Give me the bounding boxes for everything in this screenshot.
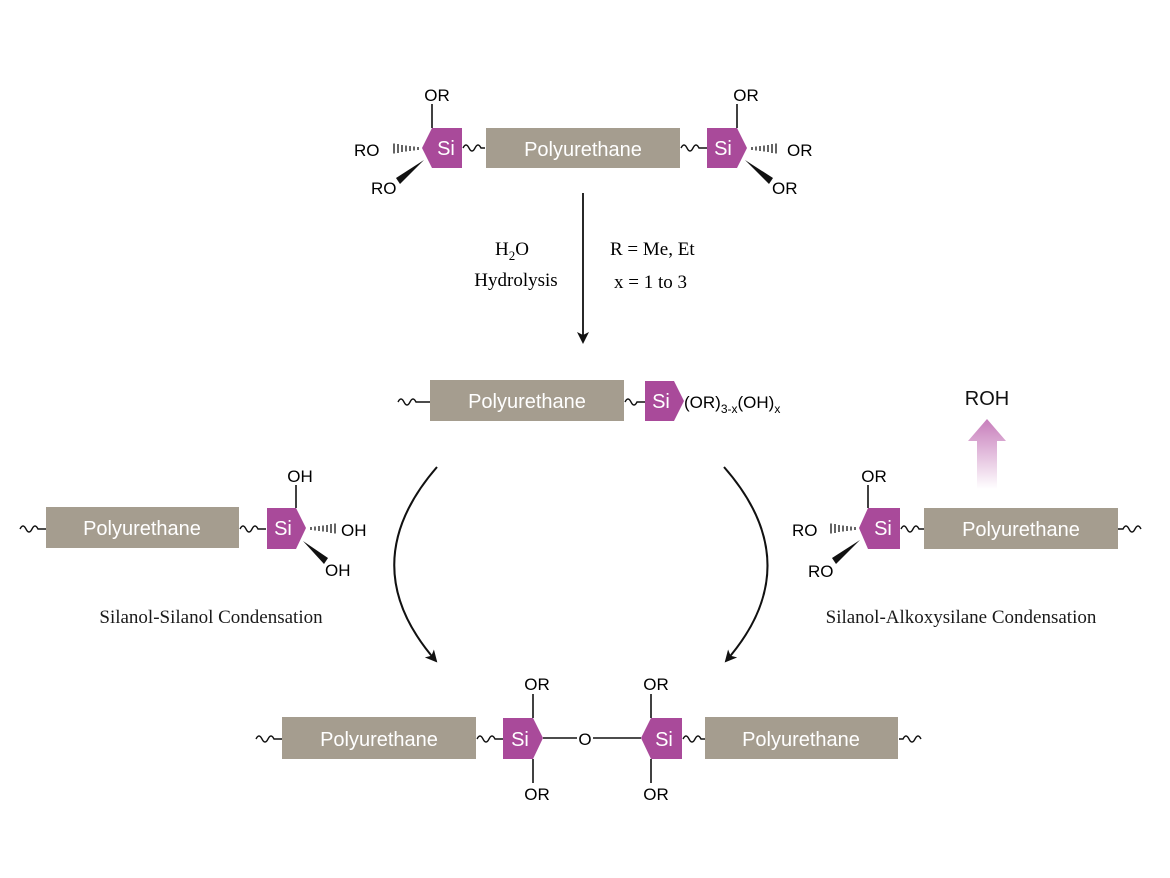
condition-r: R = Me, Et (610, 239, 695, 260)
polyurethane-block (46, 507, 239, 548)
si-block (645, 381, 684, 421)
polyurethane-label: Polyurethane (524, 139, 642, 161)
wavy-bond (899, 735, 922, 743)
polyurethane-block (705, 717, 898, 759)
substituent-label: OR (524, 675, 550, 694)
substituent-label: OR (524, 785, 550, 804)
polyurethane-label: Polyurethane (468, 391, 586, 413)
polyurethane-block (282, 717, 476, 759)
si-block (267, 508, 306, 549)
curved-arrow-right (723, 466, 769, 663)
polyurethane-block (486, 128, 680, 168)
condition-x: x = 1 to 3 (614, 272, 687, 293)
hydrolysis-step: H2O Hydrolysis R = Me, Et x = 1 to 3 (474, 193, 695, 344)
bridging-oxygen-label: O (578, 730, 591, 749)
polyurethane-label: Polyurethane (320, 729, 438, 751)
hashed-bond (393, 143, 419, 154)
substituent-label: OH (325, 561, 351, 580)
caption-silanol-silanol: Silanol-Silanol Condensation (99, 607, 323, 628)
curved-arrow-left (393, 466, 438, 663)
si-block-right (641, 718, 682, 759)
substituent-label: OR (643, 785, 669, 804)
wavy-bond (462, 144, 485, 152)
si-label: Si (874, 518, 892, 540)
alkoxysilane-reactant: ROH OR Si RO RO Polyurethane Silanol-Alk… (792, 388, 1142, 628)
silanol-reactant: Polyurethane Si OH OH OH Silanol-Silanol… (19, 467, 367, 628)
si-block-left (422, 128, 462, 168)
wavy-bond (19, 525, 46, 533)
wavy-bond (476, 735, 503, 743)
si-label: Si (714, 138, 732, 160)
wedge-bond (303, 541, 328, 564)
top-molecule: Si OR RO RO Polyurethane Si OR (354, 86, 813, 198)
polyurethane-block (430, 380, 624, 421)
wedge-bond (396, 160, 424, 184)
si-label: Si (652, 391, 670, 413)
wavy-bond (900, 525, 924, 533)
polyurethane-label: Polyurethane (742, 729, 860, 751)
byproduct-label: ROH (965, 388, 1009, 410)
wavy-bond (624, 398, 645, 406)
siloxane-product: Polyurethane Si OR OR O Si OR OR Polyure… (255, 675, 922, 804)
polyurethane-label: Polyurethane (962, 519, 1080, 541)
substituent-label: OH (341, 521, 367, 540)
wavy-bond (1118, 525, 1142, 533)
substituent-label: RO (371, 179, 397, 198)
wavy-bond (239, 525, 266, 533)
si-label: Si (655, 729, 673, 751)
substituent-label: RO (792, 521, 818, 540)
substituent-label: OR (772, 179, 798, 198)
polyurethane-block (924, 508, 1118, 549)
reagent-label: H2O (495, 239, 529, 263)
si-block-right (707, 128, 747, 168)
substituent-label: RO (354, 141, 380, 160)
substituent-label: OR (861, 467, 887, 486)
substituent-label: OR (787, 141, 813, 160)
wedge-bond (832, 540, 860, 564)
wavy-bond (682, 735, 705, 743)
substituent-label: OR (424, 86, 450, 105)
hashed-bond (830, 523, 856, 534)
si-block (859, 508, 900, 549)
si-label: Si (437, 138, 455, 160)
wavy-bond (255, 735, 282, 743)
caption-silanol-alkoxysilane: Silanol-Alkoxysilane Condensation (826, 607, 1097, 628)
wavy-bond (397, 398, 430, 406)
polyurethane-label: Polyurethane (83, 518, 201, 540)
substituent-formula: (OR)3-x(OH)x (684, 393, 780, 416)
si-label: Si (511, 729, 529, 751)
wedge-bond (745, 160, 773, 184)
hashed-bond (310, 523, 336, 534)
substituent-label: OH (287, 467, 313, 486)
substituent-label: RO (808, 562, 834, 581)
si-label: Si (274, 518, 292, 540)
substituent-label: OR (733, 86, 759, 105)
hashed-bond (751, 143, 777, 154)
intermediate-molecule: Polyurethane Si (OR)3-x(OH)x (397, 380, 780, 421)
si-block-left (503, 718, 543, 759)
wavy-bond (680, 144, 707, 152)
substituent-label: OR (643, 675, 669, 694)
process-label: Hydrolysis (474, 270, 557, 291)
byproduct-arrow-icon (968, 419, 1006, 489)
